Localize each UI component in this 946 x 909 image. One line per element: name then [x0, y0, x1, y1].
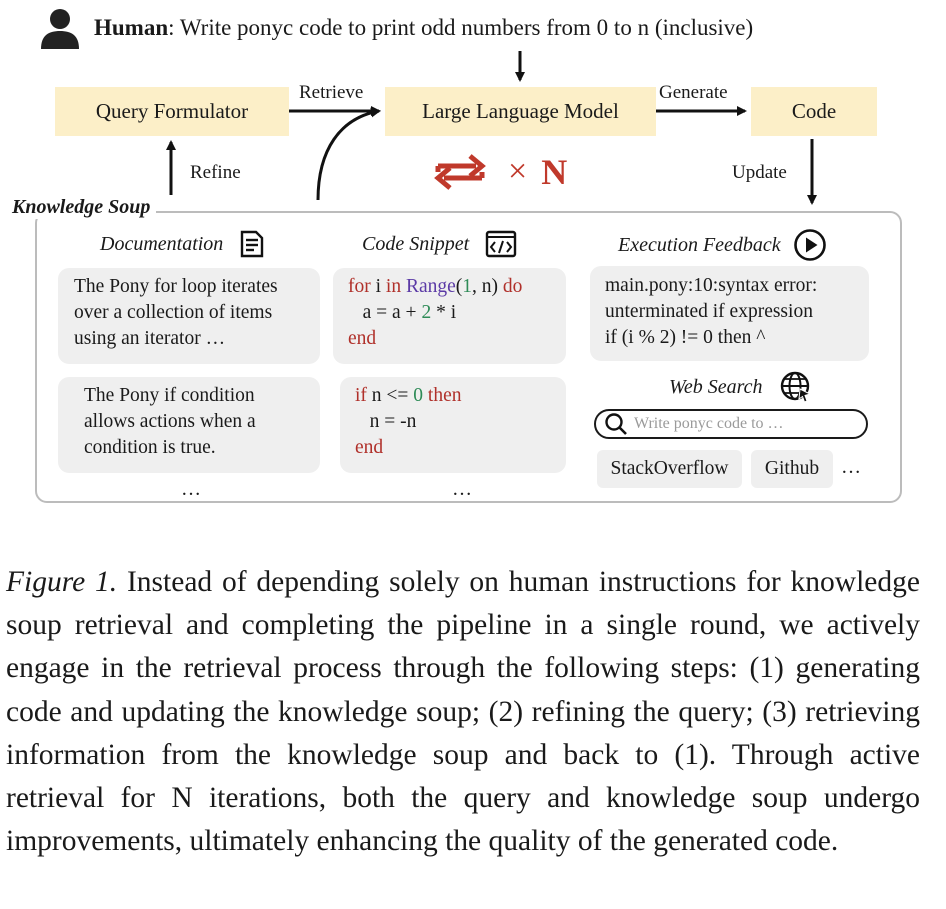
code-line: end	[355, 437, 384, 458]
documentation-card: The Pony for loop iterates over a collec…	[58, 268, 320, 364]
web-search-more: …	[841, 456, 863, 478]
code-node: Code	[751, 87, 877, 136]
code-snippet-header: Code Snippet	[362, 230, 517, 258]
execution-feedback-header: Execution Feedback	[618, 228, 827, 262]
code-text: (	[455, 276, 463, 297]
web-search-title: Web Search	[669, 375, 763, 398]
keyword: if	[355, 385, 367, 406]
generate-label: Generate	[659, 82, 728, 103]
code-snippet-more: …	[452, 478, 474, 500]
doc-line: condition is true.	[84, 437, 216, 458]
documentation-title: Documentation	[100, 232, 224, 255]
web-search-header: Web Search	[669, 370, 813, 404]
code-text: * i	[431, 302, 457, 323]
query-formulator-node: Query Formulator	[55, 87, 289, 136]
code-text: a = a +	[348, 302, 422, 323]
globe-icon	[780, 371, 811, 403]
documentation-card: The Pony if condition allows actions whe…	[58, 377, 320, 473]
execution-feedback-card: main.pony:10:syntax error: unterminated …	[590, 266, 869, 361]
code-snippet-title: Code Snippet	[362, 232, 470, 255]
iteration-count: N	[541, 152, 568, 192]
code-line: a = a + 2 * i	[348, 300, 566, 326]
human-instruction-text: Write ponyc code to print odd numbers fr…	[179, 15, 754, 40]
code-text: n <=	[366, 385, 414, 406]
update-label: Update	[732, 162, 787, 183]
user-icon	[41, 9, 79, 49]
arrow-soup-to-llm	[316, 107, 381, 201]
figure-caption: Figure 1. Instead of depending solely on…	[6, 561, 920, 863]
caption-text: Instead of depending solely on human ins…	[6, 566, 920, 858]
code-snippet-card: if n <= 0 then n = -n end	[340, 377, 566, 473]
doc-line: The Pony if condition	[84, 385, 255, 406]
human-instruction: Human: Write ponyc code to print odd num…	[40, 6, 753, 50]
figure-label: Figure 1.	[6, 566, 118, 598]
code-line: end	[348, 328, 377, 349]
search-icon	[605, 413, 627, 435]
iteration-marker: × N	[432, 150, 567, 194]
doc-line: allows actions when a	[84, 411, 256, 432]
human-speaker: Human	[94, 15, 169, 40]
code-text: , n)	[472, 276, 503, 297]
code-snippet-card: for i in Range(1, n) do a = a + 2 * i en…	[333, 268, 566, 364]
number-literal: 1	[462, 276, 473, 297]
github-tag[interactable]: Github	[751, 450, 833, 488]
retrieve-label: Retrieve	[299, 82, 364, 103]
search-placeholder: Write ponyc code to …	[634, 415, 784, 432]
keyword: do	[502, 276, 523, 297]
code-line: n = -n	[355, 411, 417, 432]
web-search-input[interactable]: Write ponyc code to …	[594, 409, 868, 439]
flow-arrows	[166, 51, 817, 205]
keyword: for	[348, 276, 371, 297]
execution-feedback-title: Execution Feedback	[618, 233, 781, 256]
llm-node: Large Language Model	[385, 87, 656, 136]
code-line: if n <= 0 then	[355, 383, 566, 409]
documentation-header: Documentation	[100, 230, 265, 258]
feedback-line: if (i % 2) != 0 then ^	[605, 327, 766, 348]
keyword: then	[427, 385, 462, 406]
repeat-icon	[434, 154, 486, 190]
number-literal: 2	[421, 302, 432, 323]
doc-line: The Pony for loop iterates	[74, 276, 278, 297]
number-literal: 0	[413, 385, 424, 406]
feedback-line: unterminated if expression	[605, 301, 813, 322]
stackoverflow-tag[interactable]: StackOverflow	[597, 450, 742, 488]
code-line: for i in Range(1, n) do	[348, 274, 566, 300]
code-text: i	[370, 276, 386, 297]
knowledge-soup-title: Knowledge Soup	[10, 196, 157, 219]
document-icon	[241, 230, 264, 258]
feedback-line: main.pony:10:syntax error:	[605, 275, 818, 296]
code-icon	[486, 230, 517, 258]
doc-line: over a collection of items	[74, 302, 273, 323]
keyword: in	[385, 276, 402, 297]
refine-label: Refine	[190, 162, 241, 183]
documentation-more: …	[181, 478, 203, 500]
function-name: Range	[401, 276, 456, 297]
play-icon	[793, 229, 826, 261]
doc-line: using an iterator …	[74, 328, 226, 349]
times-sign: ×	[508, 153, 528, 190]
